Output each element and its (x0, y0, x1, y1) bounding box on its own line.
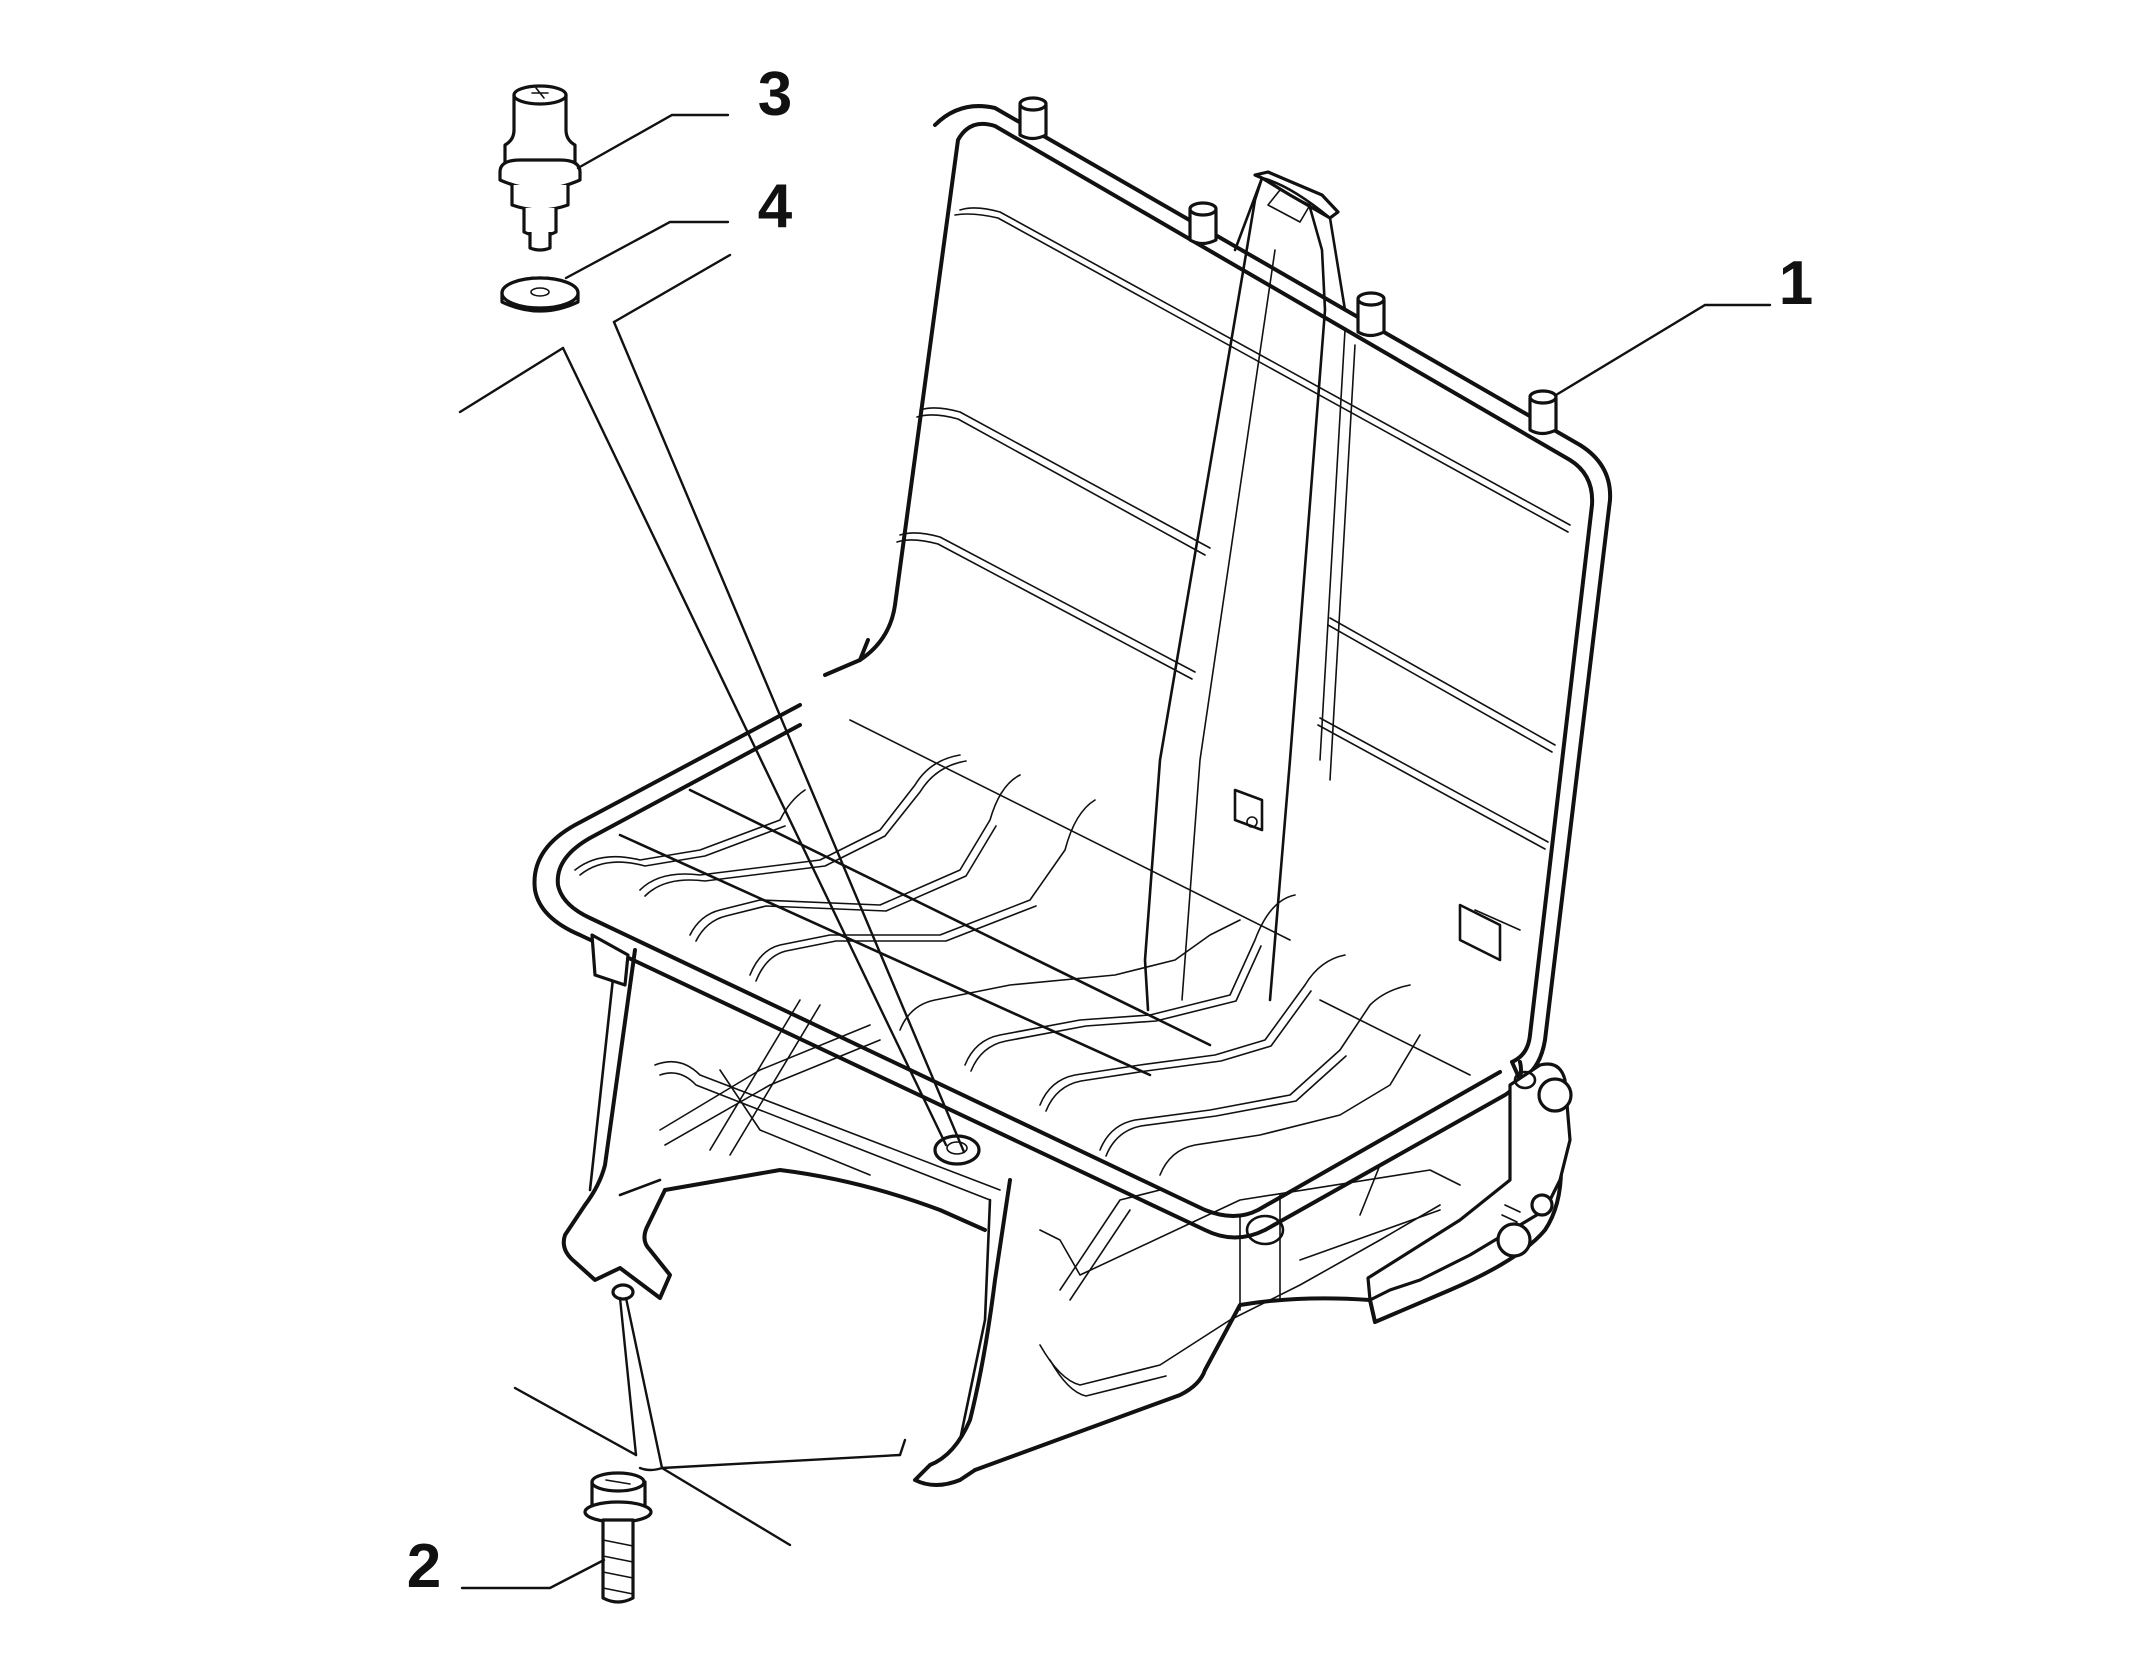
part-2-flange-bolt (583, 1471, 653, 1604)
mounting-hole-lower (611, 1283, 635, 1301)
backrest-spine (1143, 176, 1264, 1012)
backrest-frame (823, 104, 1613, 1082)
leader-2 (460, 1558, 606, 1590)
assembly-guide-lines (458, 253, 966, 1547)
seat-cushion-frame (532, 703, 1523, 1240)
callout-1: 1 (1779, 249, 1813, 318)
part-3-stud-bolt (498, 84, 582, 252)
callout-leaders (460, 113, 1772, 1590)
pivot-bracket (1366, 1062, 1573, 1302)
mounting-hole-upper (933, 1134, 981, 1166)
headrest-posts (1018, 96, 1558, 436)
callout-2: 2 (407, 1532, 441, 1601)
part-4-washer (500, 276, 580, 313)
seat-base (561, 948, 672, 1300)
seat-springs (574, 754, 1421, 1176)
callout-4: 4 (758, 172, 793, 241)
leader-1 (1554, 303, 1772, 397)
seat-frame (532, 96, 1613, 1487)
callout-3: 3 (758, 60, 792, 129)
leader-4 (564, 220, 730, 280)
leader-3 (576, 113, 730, 170)
